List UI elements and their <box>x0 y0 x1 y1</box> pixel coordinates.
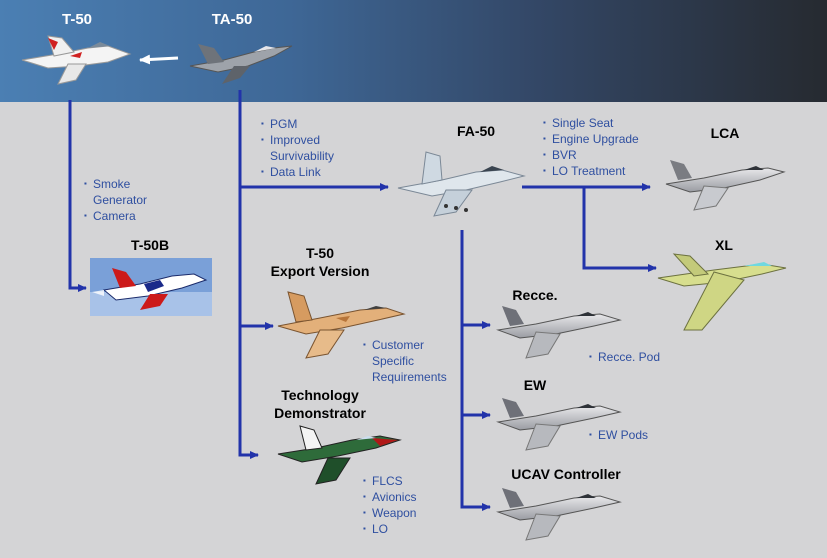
ew-jet-image <box>496 398 622 451</box>
features-fa50: PGM Improved Survivability Data Link <box>261 116 334 180</box>
feature-item: Camera <box>84 208 147 224</box>
feature-item: Specific <box>372 354 415 368</box>
node-label-export-line2: Export Version <box>270 263 370 279</box>
ta50-to-t50-arrow <box>139 54 179 65</box>
node-label-fa50: FA-50 <box>456 123 496 139</box>
feature-item: EW Pods <box>589 427 648 443</box>
connector-fa50-xl <box>582 187 657 272</box>
feature-item: BVR <box>543 147 639 163</box>
node-label-tech-demo-line2: Demonstrator <box>274 405 366 421</box>
feature-item: LO Treatment <box>543 163 639 179</box>
feature-item: Requirements <box>372 370 447 384</box>
feature-item: Customer <box>363 337 447 353</box>
export-jet-image <box>277 291 406 359</box>
node-label-recce: Recce. <box>512 287 558 303</box>
feature-item: Weapon <box>363 505 416 521</box>
connector-fa50-trunk <box>460 230 491 511</box>
xl-jet-image <box>657 253 787 331</box>
node-label-t50b: T-50B <box>130 237 170 253</box>
feature-item: LO <box>363 521 416 537</box>
fa50-jet-image <box>397 151 526 217</box>
feature-item: FLCS <box>363 473 416 489</box>
feature-item: Generator <box>93 193 148 207</box>
features-lca: Single Seat Engine Upgrade BVR LO Treatm… <box>543 115 639 179</box>
header-band <box>0 0 827 102</box>
node-label-ew: EW <box>523 377 547 393</box>
features-t50b: Smoke Generator Camera <box>84 176 147 224</box>
feature-item: Data Link <box>261 164 334 180</box>
ta50-jet-image <box>189 44 293 84</box>
t50b-jet-image <box>90 258 212 316</box>
connector-ta50-trunk <box>238 90 259 459</box>
feature-item: Survivability <box>270 149 335 163</box>
feature-item: Engine Upgrade <box>543 131 639 147</box>
feature-item: PGM <box>261 116 334 132</box>
feature-item: Improved <box>261 132 334 148</box>
features-export: Customer Specific Requirements <box>363 337 447 385</box>
features-tech-demo: FLCS Avionics Weapon LO <box>363 473 416 537</box>
tech-demo-jet-image <box>277 425 402 485</box>
node-label-export-line1: T-50 <box>305 245 334 261</box>
lca-jet-image <box>665 160 786 211</box>
recce-jet-image <box>496 306 622 359</box>
feature-item: Recce. Pod <box>589 349 660 365</box>
node-label-t50: T-50 <box>61 11 92 28</box>
connector-t50-t50b <box>68 100 87 292</box>
feature-item: Single Seat <box>543 115 639 131</box>
feature-item: Smoke <box>84 176 147 192</box>
t50-jet-image <box>21 35 132 85</box>
node-label-tech-demo-line1: Technology <box>281 387 359 403</box>
ucav-jet-image <box>496 488 622 541</box>
node-label-ucav: UCAV Controller <box>511 466 621 482</box>
features-recce: Recce. Pod <box>589 349 660 365</box>
node-label-xl: XL <box>715 237 733 253</box>
features-ew: EW Pods <box>589 427 648 443</box>
node-label-ta50: TA-50 <box>211 11 253 28</box>
feature-item: Avionics <box>363 489 416 505</box>
node-label-lca: LCA <box>710 125 740 141</box>
